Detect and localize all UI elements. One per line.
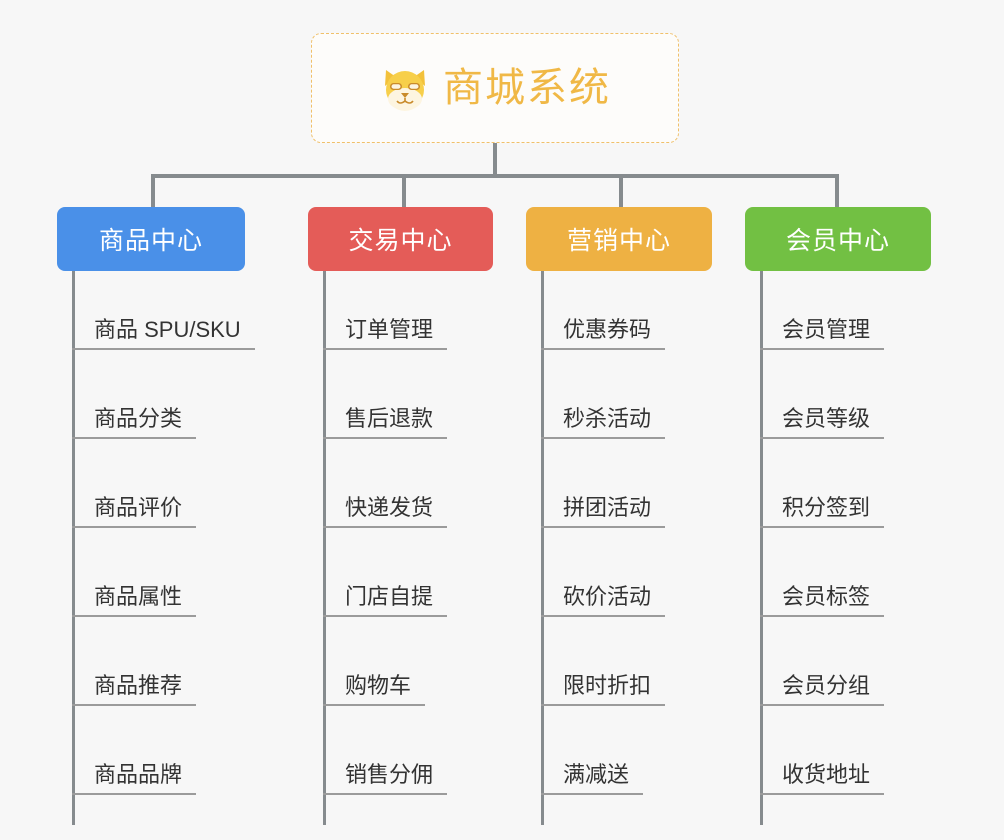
leaf-label: 砍价活动 xyxy=(563,584,652,609)
branch-header-label-0: 商品中心 xyxy=(98,227,203,255)
leaf-label: 优惠券码 xyxy=(563,317,652,342)
leaf-item[interactable]: 积分签到 xyxy=(760,495,885,529)
leaf-label: 秒杀活动 xyxy=(563,406,652,431)
leaf-label: 满减送 xyxy=(563,762,630,787)
leaf-item[interactable]: 购物车 xyxy=(323,673,426,707)
leaf-label: 会员等级 xyxy=(782,406,871,431)
branch-header-label-2: 营销中心 xyxy=(566,227,671,255)
leaf-label: 限时折扣 xyxy=(563,673,652,698)
leaf-item[interactable]: 会员管理 xyxy=(760,317,885,351)
leaf-item[interactable]: 秒杀活动 xyxy=(541,406,666,440)
leaf-item[interactable]: 商品评价 xyxy=(72,495,197,529)
leaf-item[interactable]: 拼团活动 xyxy=(541,495,666,529)
leaf-label: 商品分类 xyxy=(94,406,183,431)
leaf-label: 商品 SPU/SKU xyxy=(94,317,241,342)
leaf-item[interactable]: 满减送 xyxy=(541,762,644,796)
leaf-item[interactable]: 快递发货 xyxy=(323,495,448,529)
leaf-item[interactable]: 会员分组 xyxy=(760,673,885,707)
leaf-item[interactable]: 门店自提 xyxy=(323,584,448,618)
leaf-label: 会员分组 xyxy=(782,673,871,698)
leaf-item[interactable]: 订单管理 xyxy=(323,317,448,351)
leaf-label: 快递发货 xyxy=(345,495,434,520)
leaf-label: 积分签到 xyxy=(782,495,871,520)
leaf-label: 商品推荐 xyxy=(94,673,183,698)
branch-header-3[interactable]: 会员中心 xyxy=(745,207,931,271)
root-node[interactable]: 商城系统 xyxy=(311,33,679,143)
leaf-label: 销售分佣 xyxy=(345,762,434,787)
leaf-item[interactable]: 销售分佣 xyxy=(323,762,448,796)
leaf-item[interactable]: 商品推荐 xyxy=(72,673,197,707)
branch-spine-1 xyxy=(323,271,326,825)
leaf-label: 商品评价 xyxy=(94,495,183,520)
leaf-label: 拼团活动 xyxy=(563,495,652,520)
leaf-label: 会员标签 xyxy=(782,584,871,609)
connector-drop-branch-1 xyxy=(402,174,406,208)
leaf-label: 商品品牌 xyxy=(94,762,183,787)
connector-bus xyxy=(151,174,839,178)
leaf-item[interactable]: 会员等级 xyxy=(760,406,885,440)
root-title: 商城系统 xyxy=(443,66,611,110)
leaf-label: 门店自提 xyxy=(345,584,434,609)
shiba-dog-emoji xyxy=(379,64,431,112)
leaf-item[interactable]: 商品属性 xyxy=(72,584,197,618)
connector-drop-branch-3 xyxy=(835,174,839,208)
leaf-label: 会员管理 xyxy=(782,317,871,342)
branch-header-1[interactable]: 交易中心 xyxy=(308,207,493,271)
branch-header-2[interactable]: 营销中心 xyxy=(526,207,712,271)
leaf-item[interactable]: 商品分类 xyxy=(72,406,197,440)
connector-drop-branch-0 xyxy=(151,174,155,208)
leaf-item[interactable]: 限时折扣 xyxy=(541,673,666,707)
leaf-item[interactable]: 商品品牌 xyxy=(72,762,197,796)
branch-header-0[interactable]: 商品中心 xyxy=(57,207,245,271)
leaf-item[interactable]: 会员标签 xyxy=(760,584,885,618)
leaf-label: 收货地址 xyxy=(782,762,871,787)
leaf-item[interactable]: 砍价活动 xyxy=(541,584,666,618)
leaf-item[interactable]: 售后退款 xyxy=(323,406,448,440)
leaf-label: 商品属性 xyxy=(94,584,183,609)
leaf-item[interactable]: 商品 SPU/SKU xyxy=(72,317,255,351)
connector-root-drop xyxy=(493,143,497,176)
leaf-label: 订单管理 xyxy=(345,317,434,342)
leaf-label: 售后退款 xyxy=(345,406,434,431)
leaf-label: 购物车 xyxy=(345,673,412,698)
leaf-item[interactable]: 优惠券码 xyxy=(541,317,666,351)
branch-spine-3 xyxy=(760,271,763,825)
branch-spine-0 xyxy=(72,271,75,825)
branch-spine-2 xyxy=(541,271,544,825)
leaf-item[interactable]: 收货地址 xyxy=(760,762,885,796)
branch-header-label-3: 会员中心 xyxy=(785,227,890,255)
connector-drop-branch-2 xyxy=(619,174,623,208)
branch-header-label-1: 交易中心 xyxy=(348,227,453,255)
